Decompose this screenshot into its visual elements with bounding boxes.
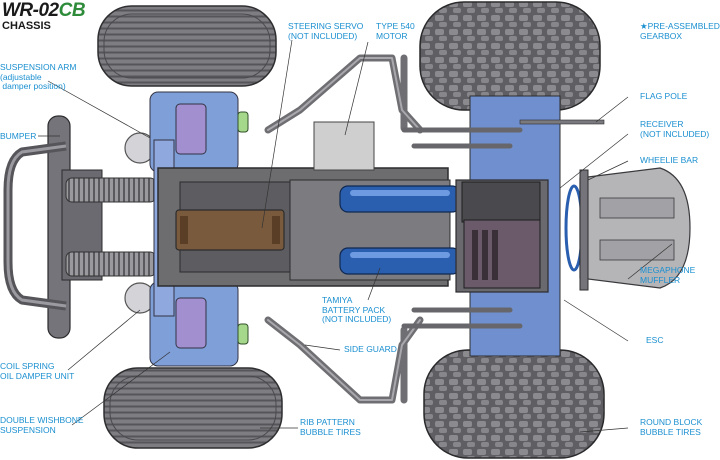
label-side-guard: SIDE GUARD bbox=[344, 344, 397, 354]
rear-right-tire bbox=[423, 349, 605, 459]
label-esc: ESC bbox=[646, 335, 664, 345]
motor bbox=[313, 121, 375, 171]
label-gearbox-row: ★PRE-ASSEMBLED GEARBOX bbox=[640, 21, 720, 41]
label-double-wishbone: DOUBLE WISHBONE SUSPENSION bbox=[0, 415, 84, 435]
label-round-tires: ROUND BLOCK BUBBLE TIRES bbox=[640, 417, 703, 437]
steering-servo bbox=[175, 209, 285, 251]
label-coil-spring: COIL SPRING OIL DAMPER UNIT bbox=[0, 361, 75, 381]
flag-pole bbox=[519, 119, 605, 125]
front-right-tire bbox=[103, 367, 283, 449]
battery-pack bbox=[339, 185, 461, 275]
label-steering-servo: STEERING SERVO (NOT INCLUDED) bbox=[288, 21, 364, 41]
megaphone-muffler bbox=[579, 167, 691, 289]
label-battery: TAMIYA BATTERY PACK (NOT INCLUDED) bbox=[322, 295, 392, 324]
model-subtitle: CHASSIS bbox=[2, 20, 51, 32]
rear-left-tire bbox=[419, 1, 601, 111]
bumper bbox=[3, 115, 103, 339]
coil-spring-damper bbox=[65, 132, 157, 314]
esc bbox=[463, 219, 541, 289]
label-motor: TYPE 540 MOTOR bbox=[376, 21, 415, 41]
model-name: WR-02 bbox=[2, 0, 59, 21]
label-flag-pole: FLAG POLE bbox=[640, 91, 688, 101]
leader-lines bbox=[38, 39, 673, 433]
label-bumper: BUMPER bbox=[0, 131, 37, 141]
label-receiver: RECEIVER (NOT INCLUDED) bbox=[640, 119, 710, 139]
front-left-tire bbox=[97, 5, 277, 87]
label-suspension-arm: SUSPENSION ARM (adjustable damper positi… bbox=[0, 62, 77, 91]
label-rib-tires: RIB PATTERN BUBBLE TIRES bbox=[300, 417, 361, 437]
model-suffix: CB bbox=[58, 0, 86, 21]
star-icon: ★ bbox=[640, 21, 648, 31]
label-wheelie-bar: WHEELIE BAR bbox=[640, 155, 699, 165]
label-gearbox: PRE-ASSEMBLED GEARBOX bbox=[640, 21, 720, 41]
label-muffler: MEGAPHONE MUFFLER bbox=[640, 265, 696, 285]
model-title: WR-02CB bbox=[2, 0, 86, 22]
wheelie-bar bbox=[579, 169, 589, 291]
receiver bbox=[461, 181, 541, 223]
